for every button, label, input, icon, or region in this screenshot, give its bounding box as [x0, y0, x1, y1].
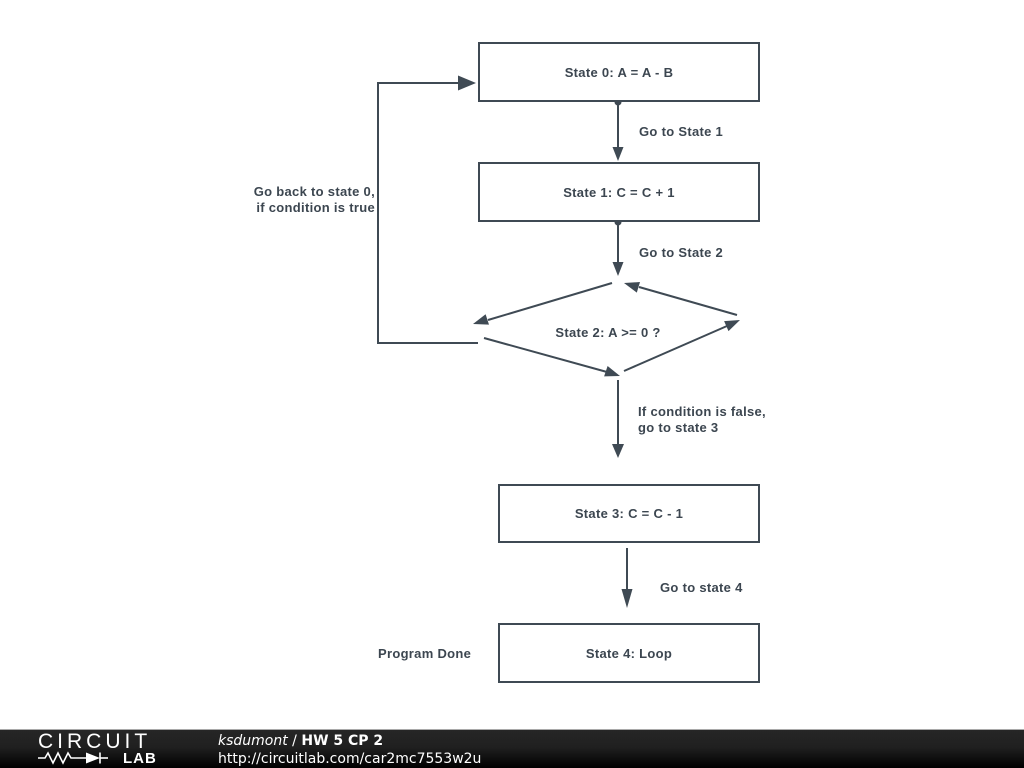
arrowhead-upright-icon: [724, 320, 740, 332]
node-state-2-label: State 2: A >= 0 ?: [555, 325, 661, 340]
node-state-4: State 4: Loop: [498, 623, 760, 683]
footer-bar: CIRCUIT LAB ksdumont / HW 5 CP 2 http://…: [0, 729, 1024, 768]
logo-lab-text: LAB: [123, 749, 157, 767]
footer-caption: ksdumont / HW 5 CP 2 http://circuitlab.c…: [218, 732, 481, 768]
node-state-3: State 3: C = C - 1: [498, 484, 760, 543]
project-byline: ksdumont / HW 5 CP 2: [218, 732, 481, 750]
arrowhead-upleft-icon: [624, 282, 640, 293]
edge-label-goto-state-2: Go to State 2: [639, 245, 724, 260]
project-url: http://circuitlab.com/car2mc7553w2u: [218, 751, 482, 767]
arrowhead-down-icon: [612, 147, 624, 161]
node-state-4-label: State 4: Loop: [585, 645, 673, 661]
arrowhead-left-icon: [473, 314, 489, 325]
arrowhead-down-icon: [612, 444, 624, 458]
project-title: HW 5 CP 2: [301, 733, 384, 749]
author-name: ksdumont: [218, 733, 288, 749]
flow-connectors: [377, 75, 740, 608]
edge-label-go-back: Go back to state 0, if condition is true: [253, 184, 375, 215]
byline-separator: /: [287, 733, 302, 749]
node-state-1-label: State 1: C = C + 1: [563, 184, 675, 200]
edge-label-condition-false: If condition is false, go to state 3: [638, 404, 766, 435]
resistor-diode-icon: [38, 751, 108, 765]
node-state-1: State 1: C = C + 1: [478, 162, 760, 222]
logo-circuit-text: CIRCUIT: [38, 730, 152, 753]
arrowhead-right-icon: [458, 75, 476, 91]
node-state-3-label: State 3: C = C - 1: [574, 506, 684, 521]
arrowhead-down-icon: [621, 589, 633, 608]
program-done-label: Program Done: [378, 646, 472, 661]
edge-label-goto-state-1: Go to State 1: [639, 124, 724, 139]
edge-label-goto-state-4: Go to state 4: [660, 580, 743, 595]
node-state-0: State 0: A = A - B: [478, 42, 760, 102]
arrowhead-downright-icon: [604, 366, 620, 377]
arrowhead-down-icon: [612, 262, 624, 276]
circuitlab-logo: CIRCUIT LAB: [38, 730, 157, 767]
node-state-0-label: State 0: A = A - B: [564, 64, 674, 80]
state-flow-diagram: State 0: A = A - B State 1: C = C + 1 St…: [253, 42, 766, 683]
